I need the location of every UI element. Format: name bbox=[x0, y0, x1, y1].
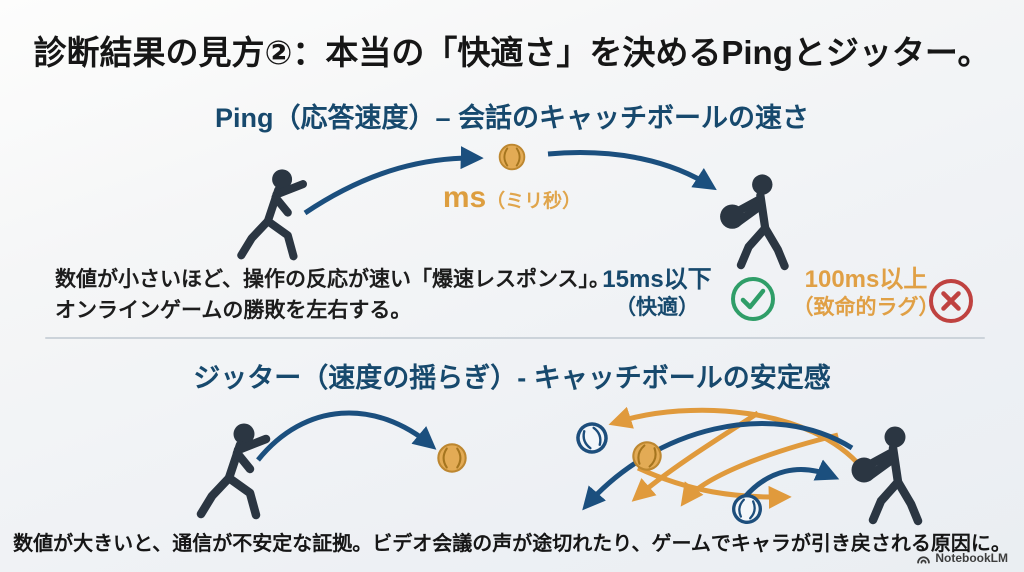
notebooklm-logo-icon bbox=[917, 555, 931, 564]
watermark: NotebookLM bbox=[916, 551, 1008, 565]
section-divider bbox=[45, 337, 985, 339]
ping-good-value: 15ms以下 bbox=[602, 266, 712, 293]
ping-bad-value: 100ms以上 bbox=[804, 266, 928, 293]
watermark-label: NotebookLM bbox=[935, 551, 1008, 565]
ping-good-verdict: 15ms以下 （快適） bbox=[588, 266, 726, 320]
jitter-blue-ball-icon bbox=[572, 418, 612, 458]
ping-section-heading: Ping（応答速度）– 会話のキャッチボールの速さ bbox=[214, 103, 809, 133]
jitter-thrower-icon bbox=[201, 424, 266, 516]
ping-bad-verdict: 100ms以上 （致命的ラグ） bbox=[792, 266, 940, 320]
jitter-arc-arrow bbox=[256, 410, 437, 462]
ping-bad-note: （致命的ラグ） bbox=[792, 295, 940, 319]
ping-description: 数値が小さいほど、操作の反応が速い「爆速レスポンス」。 オンラインゲームの勝敗を… bbox=[55, 264, 615, 326]
ms-unit-label: ms bbox=[442, 181, 487, 214]
ms-unit-note: （ミリ秒） bbox=[486, 191, 582, 212]
jitter-blue-ball2-icon bbox=[729, 491, 765, 527]
ping-good-note: （快適） bbox=[615, 295, 699, 319]
ping-description-line2: オンラインゲームの勝敗を左右する。 bbox=[55, 299, 412, 322]
check-circle-icon bbox=[731, 277, 775, 321]
jitter-section-heading: ジッター（速度の揺らぎ）- キャッチボールの安定感 bbox=[193, 363, 831, 393]
jitter-catcher-icon bbox=[852, 427, 919, 522]
jitter-orange-ball-icon bbox=[437, 443, 467, 473]
ms-unit-label-row: ms（ミリ秒） bbox=[0, 181, 1024, 215]
jitter-description: 数値が大きいと、通信が不安定な証拠。ビデオ会議の声が途切れたり、ゲームでキャラが… bbox=[13, 533, 1011, 555]
ping-baseball-icon bbox=[498, 143, 526, 171]
jitter-orange-ball2-icon bbox=[629, 438, 665, 474]
cross-circle-icon bbox=[929, 279, 973, 323]
ping-description-line1: 数値が小さいほど、操作の反応が速い「爆速レスポンス」。 bbox=[55, 268, 611, 291]
jitter-chaos-arrows bbox=[582, 406, 864, 511]
page-title: 診断結果の見方②：本当の「快適さ」を決めるPingとジッター。 bbox=[33, 34, 991, 71]
